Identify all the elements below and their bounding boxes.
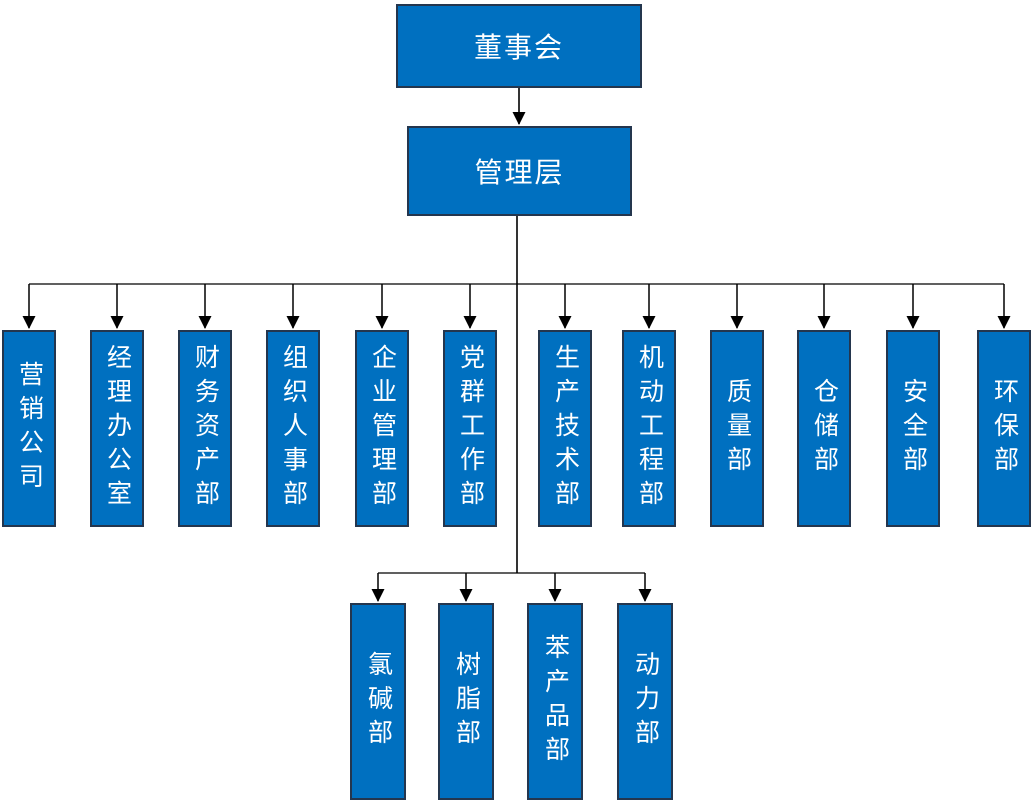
node-label: 党群工作部: [456, 343, 484, 514]
node-label: 董事会: [473, 33, 564, 64]
node-sub-unit: 树脂部: [438, 603, 494, 800]
node-label: 财务资产部: [191, 343, 219, 514]
node-label: 经理办公室: [103, 343, 131, 514]
node-label: 苯产品部: [541, 633, 569, 770]
node-label: 氯碱部: [364, 650, 392, 753]
node-label: 企业管理部: [368, 343, 396, 514]
node-department: 党群工作部: [443, 330, 497, 527]
node-label: 营销公司: [15, 360, 43, 497]
node-department: 营销公司: [2, 330, 56, 527]
node-label: 环保部: [990, 377, 1018, 480]
node-label: 树脂部: [452, 650, 480, 753]
node-department: 组织人事部: [266, 330, 320, 527]
node-department: 环保部: [977, 330, 1031, 527]
node-label: 机动工程部: [635, 343, 663, 514]
node-label: 管理层: [474, 158, 565, 189]
node-sub-unit: 苯产品部: [527, 603, 583, 800]
node-label: 生产技术部: [551, 343, 579, 514]
node-label: 动力部: [631, 650, 659, 753]
node-management-level: 管理层: [407, 126, 632, 216]
node-department: 机动工程部: [622, 330, 676, 527]
node-department: 企业管理部: [355, 330, 409, 527]
node-sub-unit: 动力部: [617, 603, 673, 800]
node-department: 生产技术部: [538, 330, 592, 527]
node-sub-unit: 氯碱部: [350, 603, 406, 800]
node-department: 经理办公室: [90, 330, 144, 527]
node-label: 安全部: [899, 377, 927, 480]
node-label: 质量部: [723, 377, 751, 480]
node-department: 安全部: [886, 330, 940, 527]
node-department: 仓储部: [797, 330, 851, 527]
node-label: 仓储部: [810, 377, 838, 480]
node-department: 财务资产部: [178, 330, 232, 527]
node-board-of-directors: 董事会: [396, 4, 642, 88]
node-department: 质量部: [710, 330, 764, 527]
node-label: 组织人事部: [279, 343, 307, 514]
